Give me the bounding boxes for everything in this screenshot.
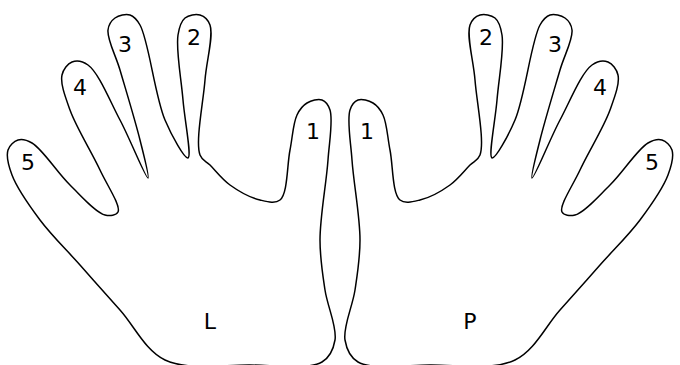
left-hand-outline — [7, 15, 335, 365]
finger-number: 3 — [548, 34, 562, 56]
finger-number: 4 — [593, 77, 607, 99]
hand-letter: P — [463, 311, 476, 333]
hand-letter: L — [204, 311, 216, 333]
finger-number: 1 — [306, 121, 320, 143]
finger-number: 1 — [360, 121, 374, 143]
finger-number: 5 — [21, 152, 35, 174]
right-hand-outline — [345, 15, 673, 365]
finger-number: 2 — [479, 27, 493, 49]
finger-number: 4 — [73, 77, 87, 99]
finger-number: 2 — [187, 27, 201, 49]
finger-number: 5 — [645, 152, 659, 174]
finger-number: 3 — [118, 34, 132, 56]
